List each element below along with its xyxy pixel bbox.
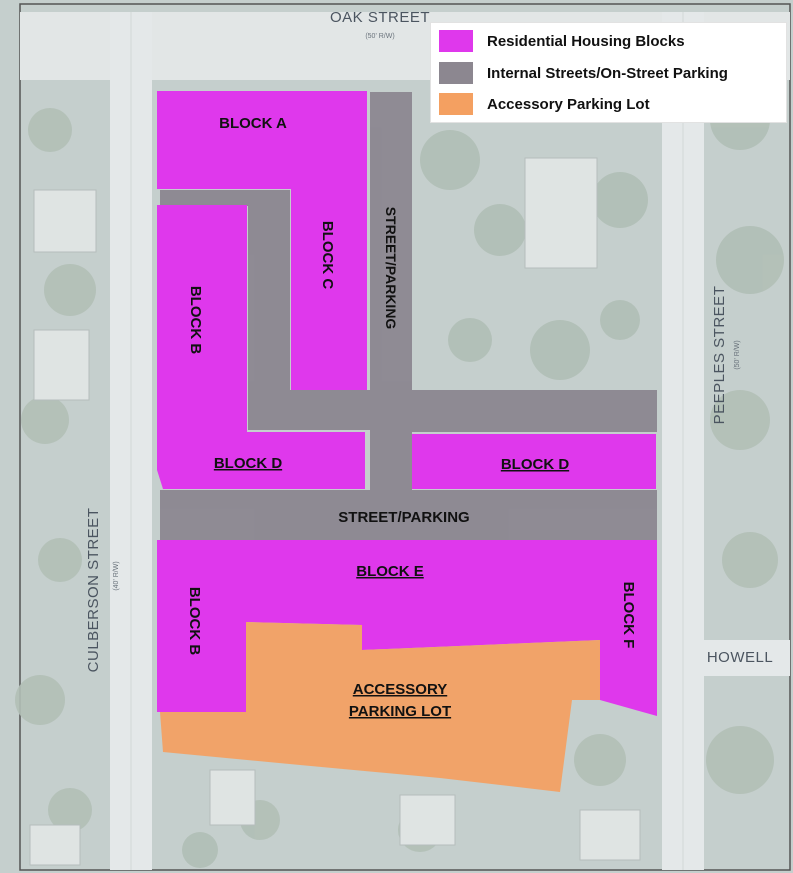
- peeples-street-row-label: (50' R/W): [734, 340, 741, 369]
- map-frame: [19, 3, 791, 871]
- block-f-label: BLOCK F: [620, 582, 637, 649]
- block-d-east-shape: [412, 434, 656, 489]
- existing-buildings: [29, 157, 641, 866]
- culberson-street-row-label: (40' R/W): [113, 561, 120, 590]
- block-b-south-label: BLOCK B: [186, 587, 203, 655]
- parking-lot-label-line2: PARKING LOT: [349, 703, 451, 720]
- street-parking-horizontal-label: STREET/PARKING: [338, 509, 469, 526]
- howell-label: HOWELL: [707, 649, 773, 666]
- block-e-shape: [157, 540, 657, 716]
- legend-swatch-residential: [439, 30, 473, 52]
- parking-lot-label-line1: ACCESSORY: [353, 681, 447, 698]
- accessory-parking-lot-shape: [160, 622, 600, 792]
- legend-swatch-parking: [439, 93, 473, 115]
- block-b-north-shape: [157, 205, 365, 489]
- block-a-label: BLOCK A: [219, 115, 287, 132]
- residential-blocks: [157, 91, 657, 716]
- peeples-street-label: PEEPLES STREET: [711, 286, 728, 425]
- legend-item-parking: Accessory Parking Lot: [439, 92, 650, 116]
- legend-swatch-internal-streets: [439, 62, 473, 84]
- block-b-north-label: BLOCK B: [187, 286, 204, 354]
- legend-label-parking: Accessory Parking Lot: [487, 95, 650, 113]
- block-e-label: BLOCK E: [356, 563, 424, 580]
- legend-label-internal-streets: Internal Streets/On-Street Parking: [487, 64, 728, 82]
- block-d-east-label: BLOCK D: [501, 456, 569, 473]
- oak-street-label: OAK STREET: [330, 9, 430, 26]
- legend-item-internal-streets: Internal Streets/On-Street Parking: [439, 61, 728, 85]
- culberson-street-label: CULBERSON STREET: [85, 508, 102, 673]
- legend-item-residential: Residential Housing Blocks: [439, 29, 685, 53]
- map-legend: Residential Housing Blocks Internal Stre…: [430, 22, 787, 123]
- internal-streets: [160, 92, 657, 540]
- block-c-label: BLOCK C: [319, 221, 336, 289]
- block-d-west-label: BLOCK D: [214, 455, 282, 472]
- oak-street-row-label: (50' R/W): [365, 33, 394, 40]
- street-parking-vertical-label: STREET/PARKING: [383, 207, 399, 330]
- block-a-shape: [157, 91, 367, 390]
- legend-label-residential: Residential Housing Blocks: [487, 32, 685, 50]
